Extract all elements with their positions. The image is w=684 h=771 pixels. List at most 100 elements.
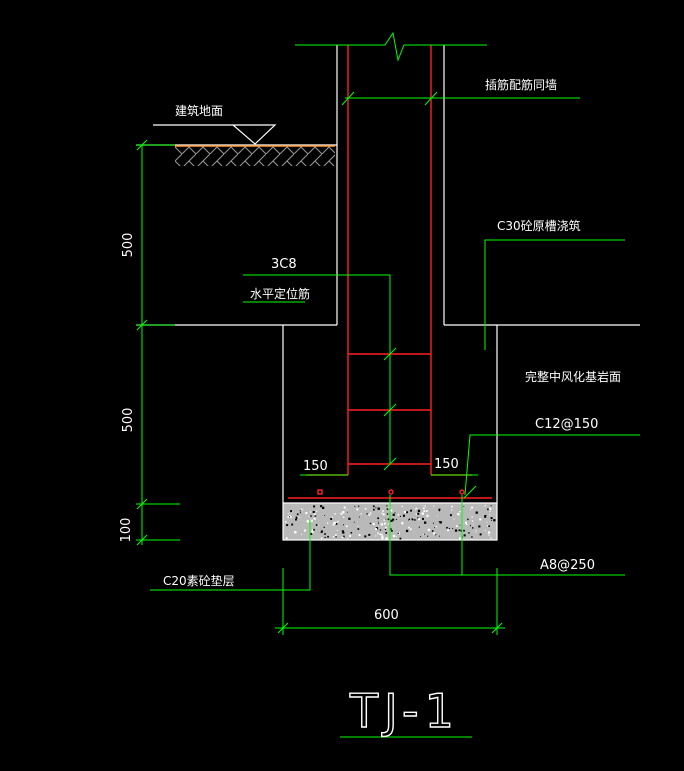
cushion-speckles	[285, 505, 496, 540]
speckle	[384, 528, 387, 531]
speckle	[399, 537, 402, 540]
speckle	[395, 518, 397, 520]
speckle	[334, 513, 336, 515]
speckle	[415, 509, 416, 511]
speckle	[451, 505, 453, 508]
speckle	[373, 508, 375, 511]
speckle	[343, 506, 346, 509]
speckle	[392, 513, 395, 516]
speckle	[313, 517, 316, 520]
speckle	[417, 509, 421, 513]
drawing-title: TJ-1	[349, 684, 460, 738]
speckle	[484, 505, 486, 507]
speckle	[386, 508, 389, 510]
speckle	[320, 530, 323, 533]
horizontal-bars-label: 水平定位筋	[250, 286, 310, 301]
speckle	[478, 525, 481, 528]
speckle	[306, 520, 309, 522]
speckle	[408, 518, 411, 520]
concrete-label: C30砼原槽浇筑	[497, 218, 581, 233]
speckle	[415, 513, 418, 515]
speckle	[313, 513, 316, 516]
speckle	[479, 533, 482, 536]
width-dimension-label: 600	[374, 608, 399, 623]
speckle	[463, 534, 466, 537]
speckle	[314, 514, 317, 517]
speckle	[434, 527, 436, 529]
speckle	[337, 520, 338, 522]
speckle	[453, 518, 455, 520]
speckle	[386, 513, 389, 515]
speckle	[466, 523, 468, 526]
speckle	[384, 522, 386, 525]
speckle	[341, 536, 342, 538]
speckle	[382, 510, 384, 512]
speckle	[471, 506, 473, 509]
speckle	[427, 528, 431, 532]
speckle	[487, 508, 489, 511]
speckle	[457, 513, 460, 516]
speckle	[379, 533, 381, 535]
speckle	[377, 517, 379, 520]
speckle	[331, 516, 333, 518]
speckle	[417, 512, 420, 515]
speckle	[490, 537, 492, 539]
depth-lower-label: 500	[121, 408, 136, 433]
speckle	[489, 510, 491, 512]
speckle	[459, 524, 461, 526]
speckle	[322, 506, 325, 509]
building-ground-label: 建筑地面	[175, 103, 223, 118]
speckle	[423, 507, 425, 510]
speckle	[418, 518, 421, 521]
speckle	[488, 534, 490, 536]
speckle	[418, 526, 420, 528]
speckle	[416, 507, 418, 510]
speckle	[392, 534, 396, 538]
speckle	[463, 506, 465, 507]
speckle	[447, 529, 449, 532]
speckle	[350, 532, 353, 534]
bottom-bars-label: C12@150	[535, 417, 598, 432]
speckle	[290, 510, 292, 512]
speckle	[397, 532, 399, 534]
speckle	[311, 529, 314, 532]
speckle	[475, 529, 477, 531]
speckle	[405, 529, 409, 533]
speckle	[391, 530, 393, 532]
speckle	[490, 505, 492, 507]
speckle	[484, 530, 486, 531]
speckle	[285, 537, 288, 540]
speckle	[301, 534, 303, 535]
speckle	[357, 528, 360, 530]
speckle	[324, 515, 325, 516]
speckle	[471, 536, 473, 538]
speckle	[287, 516, 290, 519]
speckle	[377, 507, 380, 510]
speckle	[342, 511, 345, 514]
speckle	[437, 515, 438, 517]
speckle	[312, 511, 315, 514]
speckle	[349, 535, 351, 537]
speckle	[487, 531, 491, 534]
speckle	[294, 531, 297, 534]
speckle	[424, 521, 427, 524]
speckle	[310, 519, 313, 522]
speckle	[421, 512, 424, 515]
speckle	[486, 522, 488, 523]
speckle	[332, 536, 335, 538]
speckle	[395, 536, 397, 537]
horizontal-bars-qty-label: 3C8	[271, 257, 297, 272]
speckle	[459, 510, 461, 513]
speckle	[330, 518, 333, 520]
ground-soil-hatch	[175, 145, 335, 166]
speckle	[426, 510, 428, 512]
speckle	[310, 532, 313, 535]
speckle	[392, 518, 395, 521]
speckle	[386, 505, 388, 507]
speckle	[285, 521, 287, 523]
speckle	[381, 536, 384, 540]
speckle	[387, 518, 390, 521]
speckle	[346, 509, 348, 511]
speckle	[438, 521, 440, 523]
speckle	[399, 515, 401, 517]
